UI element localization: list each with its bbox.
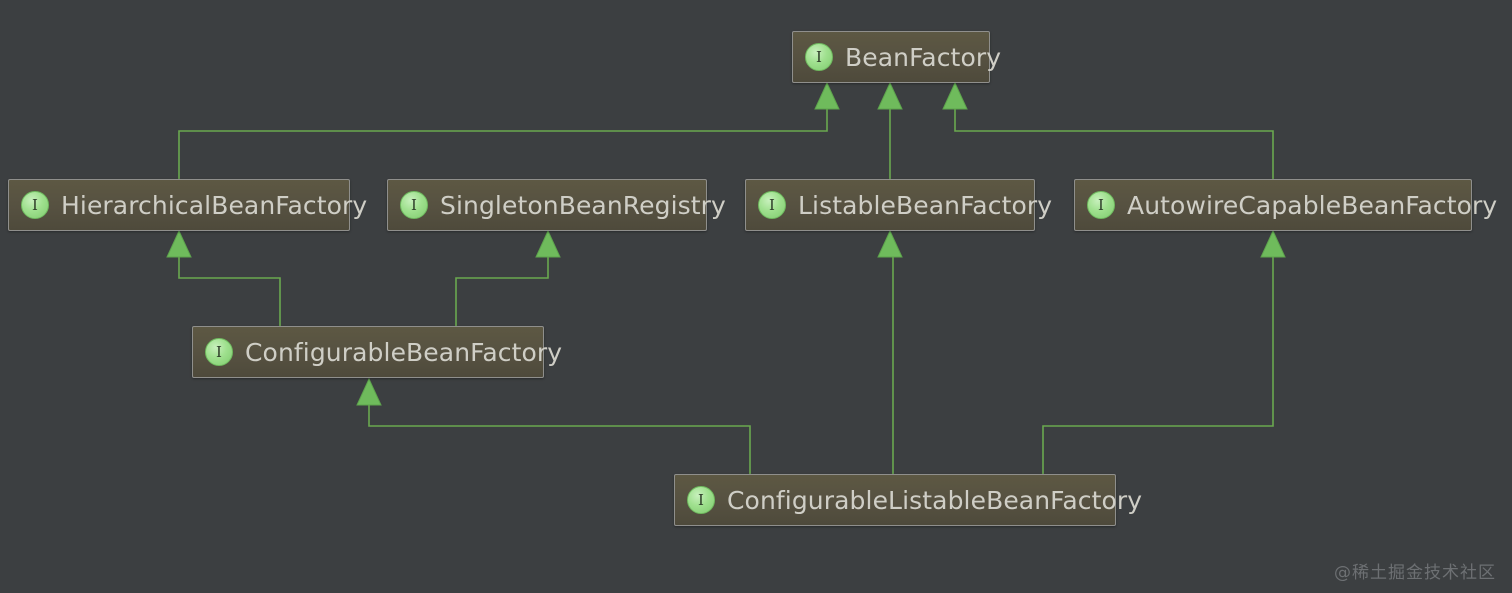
node-autowireCapableBeanFactory[interactable]: I AutowireCapableBeanFactory xyxy=(1074,179,1497,231)
watermark: @稀土掘金技术社区 xyxy=(1334,563,1496,583)
node-label: SingletonBeanRegistry xyxy=(440,190,726,220)
node-hierarchicalBeanFactory[interactable]: I HierarchicalBeanFactory xyxy=(8,179,367,231)
node-configurableBeanFactory[interactable]: I ConfigurableBeanFactory xyxy=(192,326,562,378)
arrowhead xyxy=(942,81,968,110)
interface-icon: I xyxy=(758,191,786,219)
arrowhead xyxy=(814,81,840,110)
interface-icon: I xyxy=(400,191,428,219)
edge-configurableListableBeanFactory-to-configurableBeanFactory xyxy=(356,377,751,475)
arrowhead xyxy=(877,229,903,258)
arrowhead xyxy=(356,377,382,406)
edge-configurableListableBeanFactory-to-listableBeanFactory xyxy=(877,229,903,475)
node-label: ListableBeanFactory xyxy=(798,190,1053,220)
node-label: BeanFactory xyxy=(845,42,1002,72)
edge-configurableBeanFactory-to-singletonBeanRegistry xyxy=(455,229,561,327)
interface-icon: I xyxy=(205,338,233,366)
interface-icon: I xyxy=(687,486,715,514)
node-beanFactory[interactable]: I BeanFactory xyxy=(792,31,1001,83)
edge-autowireCapableBeanFactory-to-beanFactory xyxy=(942,81,1274,180)
edge-listableBeanFactory-to-beanFactory xyxy=(877,81,903,180)
arrowhead xyxy=(877,81,903,110)
interface-icon: I xyxy=(805,43,833,71)
node-configurableListableBeanFactory[interactable]: I ConfigurableListableBeanFactory xyxy=(674,474,1142,526)
arrowhead xyxy=(1260,229,1286,258)
node-label: ConfigurableListableBeanFactory xyxy=(727,485,1143,515)
node-label: AutowireCapableBeanFactory xyxy=(1127,190,1498,220)
node-singletonBeanRegistry[interactable]: I SingletonBeanRegistry xyxy=(387,179,726,231)
node-label: HierarchicalBeanFactory xyxy=(61,190,368,220)
arrowhead xyxy=(535,229,561,258)
edge-hierarchicalBeanFactory-to-beanFactory xyxy=(178,81,840,180)
edge-configurableBeanFactory-to-hierarchicalBeanFactory xyxy=(166,229,281,327)
node-label: ConfigurableBeanFactory xyxy=(245,337,563,367)
node-listableBeanFactory[interactable]: I ListableBeanFactory xyxy=(745,179,1052,231)
edge-configurableListableBeanFactory-to-autowireCapableBeanFactory xyxy=(1042,229,1286,475)
interface-icon: I xyxy=(21,191,49,219)
arrowhead xyxy=(166,229,192,258)
interface-icon: I xyxy=(1087,191,1115,219)
